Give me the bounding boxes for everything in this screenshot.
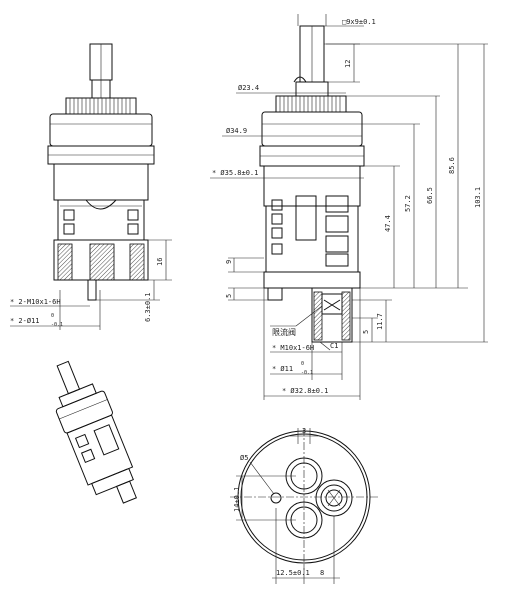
left-front-view: 16 6.3±0.1 * 2-M10x1-6H * 2-Ø11 0 -0.1 [10,43,172,330]
dim-11-7: 11.7 [376,313,384,330]
flow-limiter-label: 限流阀 [272,327,296,337]
dim-5-bottom: 5 [362,330,370,334]
dim-12: 12 [344,60,352,68]
dim-m10-right: * M10x1-6H [272,344,314,352]
dim-57-2: 57.2 [404,195,412,212]
dim-16: 16 [156,258,164,266]
dim-square-9x9: □9x9±0.1 [342,18,376,26]
dim-d35-8: * Ø35.8±0.1 [212,169,258,177]
dim-c1: C1 [330,342,338,350]
dim-12-5: 12.5±0.1 [276,569,310,577]
dim-2-d11-tol-up: 0 [51,313,54,319]
dim-d11-right-tol-dn: -0.1 [301,370,313,376]
dim-5-side: 5 [225,294,233,298]
dim-2-m10: * 2-M10x1-6H [10,298,61,306]
dim-103-1: 103.1 [474,187,482,208]
dim-d11-right-tol-up: 0 [301,361,304,367]
dim-2-d11-tol-dn: -0.1 [51,322,63,328]
dim-85-6: 85.6 [448,157,456,174]
dim-d32-8: * Ø32.8±0.1 [282,387,328,395]
isometric-view [55,360,137,504]
dim-d34-9: Ø34.9 [226,127,247,135]
bottom-view: 3 Ø5 14±0.1 12.5±0.1 8 [230,427,380,584]
dim-8: 8 [320,569,324,577]
dim-66-5: 66.5 [426,187,434,204]
dim-6-3: 6.3±0.1 [144,292,152,322]
right-section-view: □9x9±0.1 12 Ø23.4 Ø34.9 * Ø35.8±0.1 47.4… [210,14,488,400]
dim-d23-4: Ø23.4 [238,84,259,92]
dim-d11-right: * Ø11 [272,365,293,373]
dim-47-4: 47.4 [384,215,392,232]
dim-9: 9 [225,260,233,264]
dim-2-d11: * 2-Ø11 [10,317,40,325]
dim-3: 3 [302,427,306,435]
dim-14: 14±0.1 [233,487,241,512]
dim-d5: Ø5 [240,454,248,462]
